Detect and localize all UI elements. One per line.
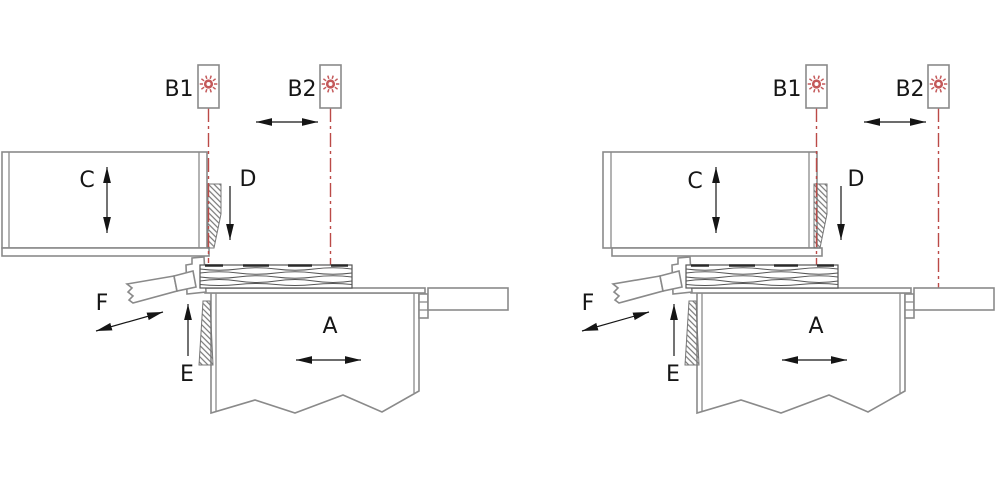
table-top <box>204 287 426 294</box>
label-f: F <box>582 291 595 316</box>
knife-blade <box>611 275 664 304</box>
label-e: E <box>180 362 194 387</box>
bar-bracket <box>904 293 915 319</box>
lower-pressure-hatch <box>198 300 214 366</box>
workpiece <box>199 264 353 289</box>
pressure-bar-hatch <box>813 183 828 249</box>
beam-flange <box>611 247 823 257</box>
diagram-left: B1 B2 C D A E F <box>1 64 509 415</box>
label-f: F <box>96 291 109 316</box>
label-a: A <box>808 314 823 339</box>
laser-sensor-b1 <box>805 64 828 109</box>
label-b1: B1 <box>772 77 801 102</box>
label-e: E <box>666 362 680 387</box>
table-top <box>690 287 912 294</box>
diagram-right: B1 B2 C D A E F <box>581 64 995 415</box>
table-body <box>210 292 420 415</box>
label-a: A <box>322 314 337 339</box>
bar-bracket <box>418 293 429 319</box>
lower-pressure-hatch <box>684 300 700 366</box>
pressure-bar-hatch <box>207 183 222 249</box>
knife-blade <box>125 275 178 304</box>
support-bar <box>913 287 995 311</box>
workpiece <box>685 264 839 289</box>
wood-grain <box>685 267 839 286</box>
laser-sensor-b1 <box>197 64 220 109</box>
laser-sensor-b2 <box>319 64 342 109</box>
knife-clamp <box>659 270 683 292</box>
knife-clamp <box>173 270 197 292</box>
label-b1: B1 <box>164 77 193 102</box>
label-b2: B2 <box>895 77 924 102</box>
support-bar <box>427 287 509 311</box>
knife-motion-arrow <box>95 311 164 332</box>
beam-housing <box>1 151 208 249</box>
beam-flange <box>1 247 210 257</box>
label-d: D <box>240 167 257 192</box>
label-b2: B2 <box>287 77 316 102</box>
label-c: C <box>687 169 702 194</box>
label-d: D <box>848 167 865 192</box>
label-c: C <box>79 168 94 193</box>
beam-housing <box>602 151 818 249</box>
wood-grain <box>199 267 353 286</box>
knife-motion-arrow <box>581 311 650 332</box>
laser-sensor-b2 <box>927 64 950 109</box>
table-body <box>696 292 906 415</box>
